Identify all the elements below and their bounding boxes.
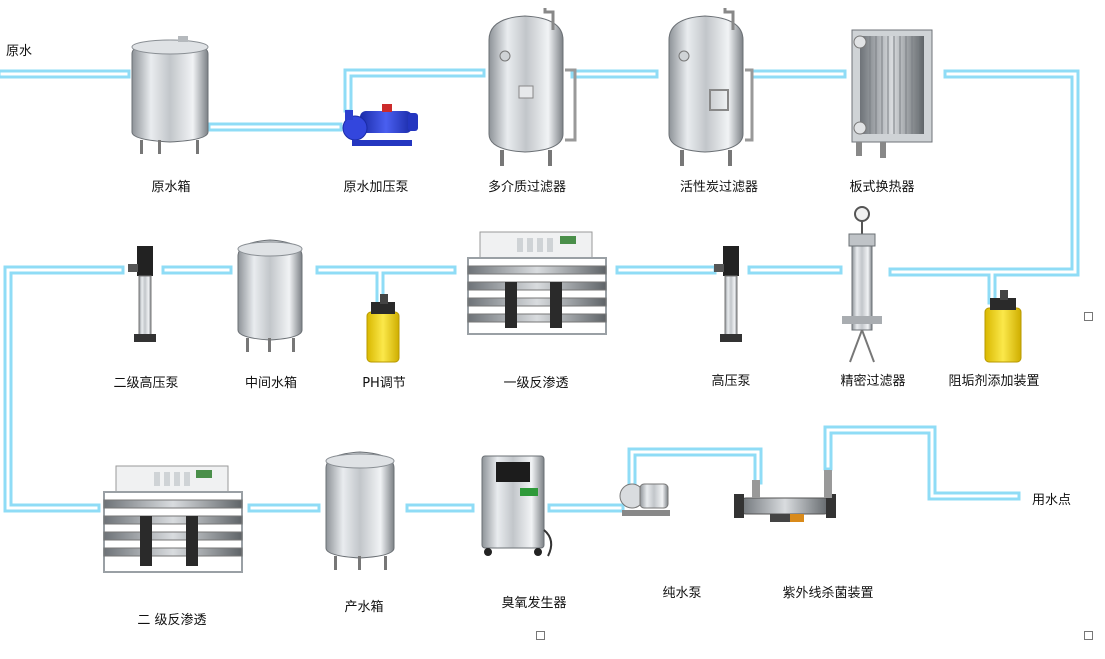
label-use-point: 用水点 [1032,493,1072,508]
raw-water-tank-icon [131,36,209,154]
pure-water-pump-icon [619,483,670,516]
precision-filter-icon [842,206,882,363]
label-stage-2-pump: 二级高压泵 [113,376,179,391]
label-multimedia-filter: 多介质过滤器 [487,180,567,195]
pipe-purepump-up [627,447,763,487]
label-ozone-generator: 臭氧发生器 [501,596,567,611]
label-product-tank: 产水箱 [344,600,384,615]
label-uv-sterilizer: 紫外线杀菌装置 [782,586,874,601]
label-ro-stage-1: 一级反渗透 [503,376,569,391]
corner-handle-marker [536,631,545,640]
high-pressure-pump-icon [714,246,742,342]
ph-dosing-icon [366,294,400,363]
product-water-tank-icon [325,451,395,570]
pipe-pump-to-mmf [343,68,486,113]
label-ro-stage-2: 二 级反渗透 [137,613,207,628]
ro-stage-2-icon [103,465,243,573]
label-raw-tank: 原水箱 [151,180,191,195]
pipe-uv-to-use [823,425,1021,501]
ozone-generator-icon [481,455,553,557]
label-pure-pump: 纯水泵 [662,586,702,601]
label-hp-pump: 高压泵 [711,374,751,389]
label-booster-pump: 原水加压泵 [343,180,409,195]
ro-stage-1-icon [467,231,607,335]
label-ph-adjust: PH调节 [362,376,406,391]
stage-2-pump-icon [128,246,156,342]
corner-handle-marker [1084,631,1093,640]
pipe-pump2-to-left [3,265,125,513]
label-carbon-filter: 活性炭过滤器 [679,180,759,195]
label-antiscalant: 阻垢剂添加装置 [948,374,1040,389]
pipes [0,68,1080,513]
label-precision-filter: 精密过滤器 [840,374,906,389]
raw-water-booster-pump-icon [342,104,418,146]
middle-water-tank-icon [237,239,303,352]
corner-handle-marker [1084,312,1093,321]
antiscalant-dosing-icon [984,290,1022,363]
label-middle-tank: 中间水箱 [244,376,298,391]
multimedia-filter-icon [488,8,577,166]
carbon-filter-icon [668,8,754,166]
label-source-water: 原水 [6,44,33,59]
uv-sterilizer-icon [734,470,836,522]
label-plate-exchanger: 板式换热器 [849,180,915,195]
plate-heat-exchanger-icon [851,29,933,158]
